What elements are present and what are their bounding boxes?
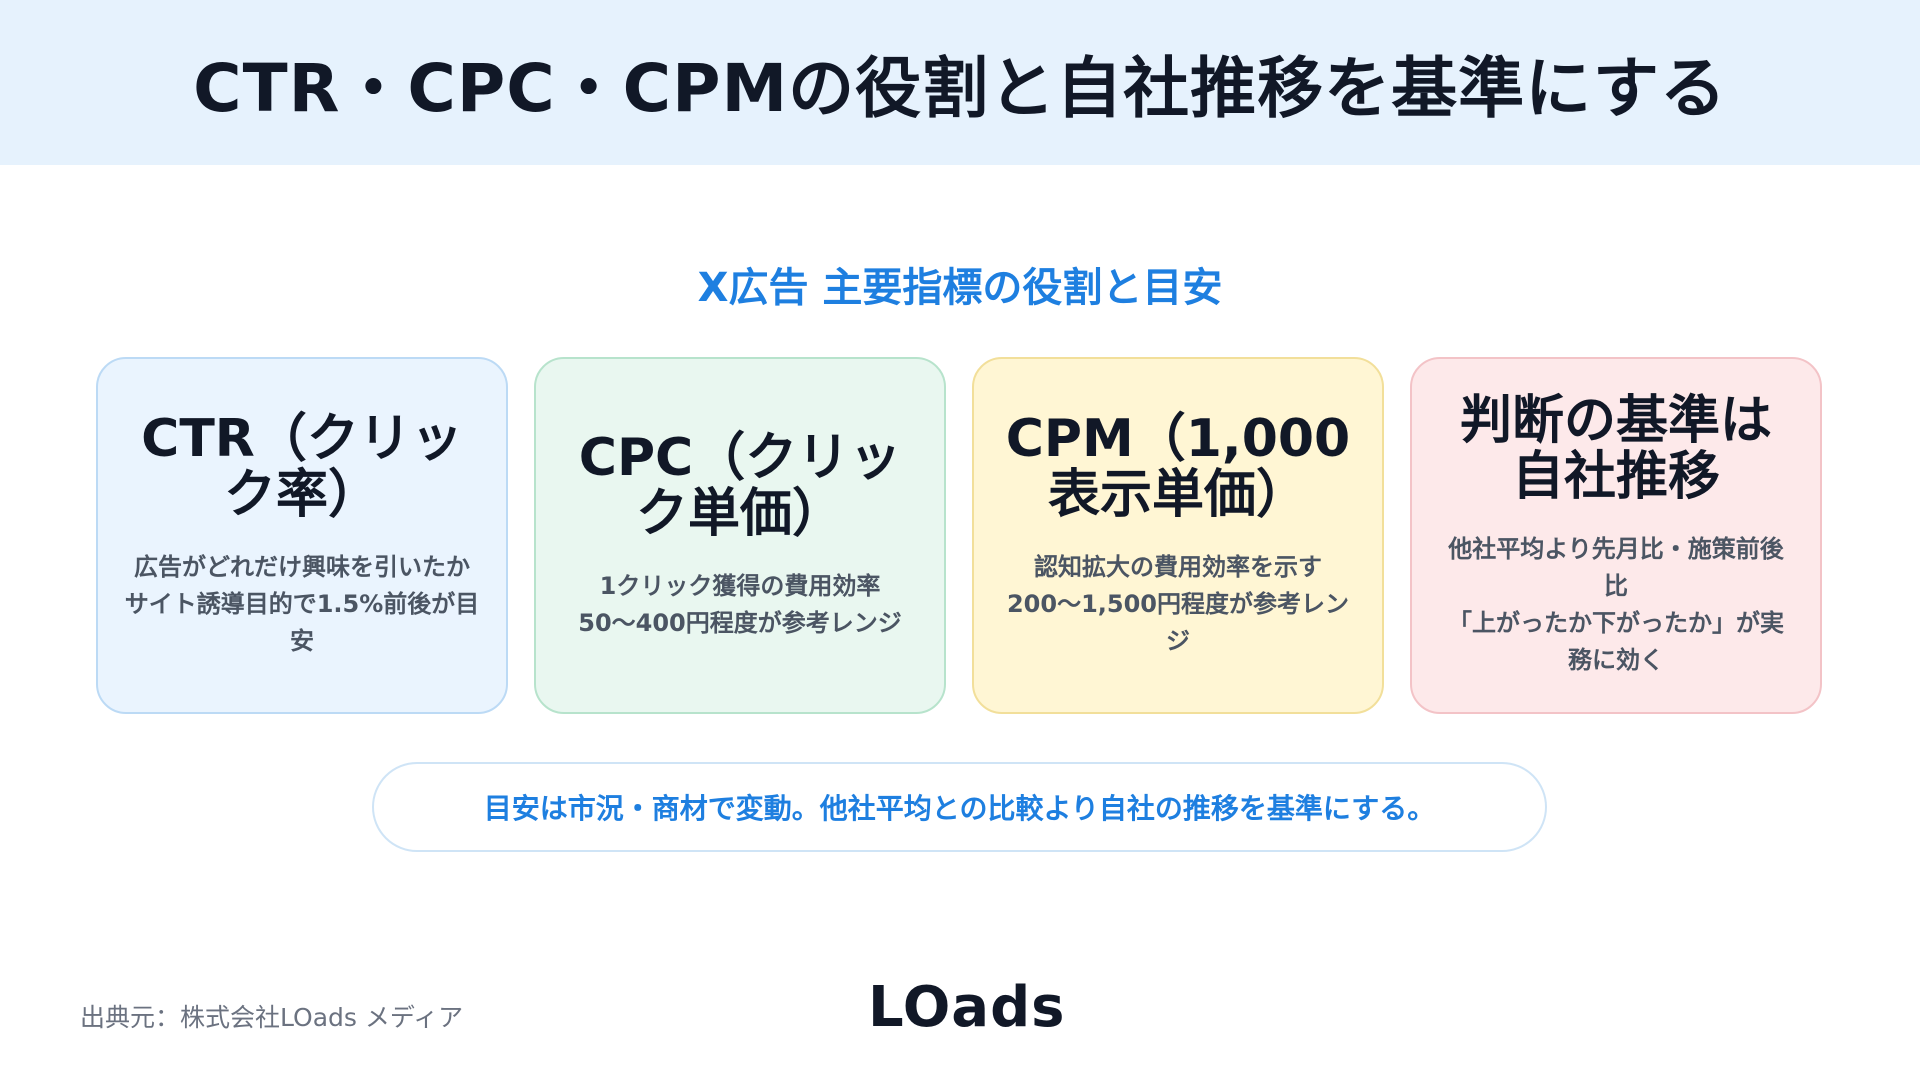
header-band: CTR・CPC・CPMの役割と自社推移を基準にする [0, 0, 1920, 165]
card-benchmark: 判断の基準は自社推移 他社平均より先月比・施策前後比 「上がったか下がったか」が… [1410, 357, 1822, 714]
card-heading: CPC（クリック単価） [578, 427, 902, 544]
card-cpc: CPC（クリック単価） 1クリック獲得の費用効率 50〜400円程度が参考レンジ [534, 357, 946, 714]
metric-cards: CTR（クリック率） 広告がどれだけ興味を引いたか サイト誘導目的で1.5%前後… [96, 357, 1824, 714]
source-credit: 出典元：株式会社LOads メディア [80, 1003, 464, 1032]
page-title: CTR・CPC・CPMの役割と自社推移を基準にする [193, 49, 1727, 127]
note-pill: 目安は市況・商材で変動。他社平均との比較より自社の推移を基準にする。 [372, 762, 1547, 852]
section-title: X広告 主要指標の役割と目安 [697, 265, 1223, 311]
card-body: 他社平均より先月比・施策前後比 「上がったか下がったか」が実務に効く [1448, 534, 1784, 674]
note-text: 目安は市況・商材で変動。他社平均との比較より自社の推移を基準にする。 [483, 792, 1436, 825]
card-heading: CTR（クリック率） [141, 409, 463, 525]
card-body: 広告がどれだけ興味を引いたか サイト誘導目的で1.5%前後が目安 [124, 553, 480, 655]
card-ctr: CTR（クリック率） 広告がどれだけ興味を引いたか サイト誘導目的で1.5%前後… [96, 357, 508, 714]
card-heading: 判断の基準は自社推移 [1459, 390, 1772, 507]
card-body: 1クリック獲得の費用効率 50〜400円程度が参考レンジ [578, 571, 902, 637]
card-heading: CPM（1,000表示単価） [1005, 409, 1351, 525]
card-body: 認知拡大の費用効率を示す 200〜1,500円程度が参考レンジ [1006, 553, 1349, 655]
card-cpm: CPM（1,000表示単価） 認知拡大の費用効率を示す 200〜1,500円程度… [972, 357, 1384, 714]
brand-logo: LOads [868, 975, 1066, 1040]
